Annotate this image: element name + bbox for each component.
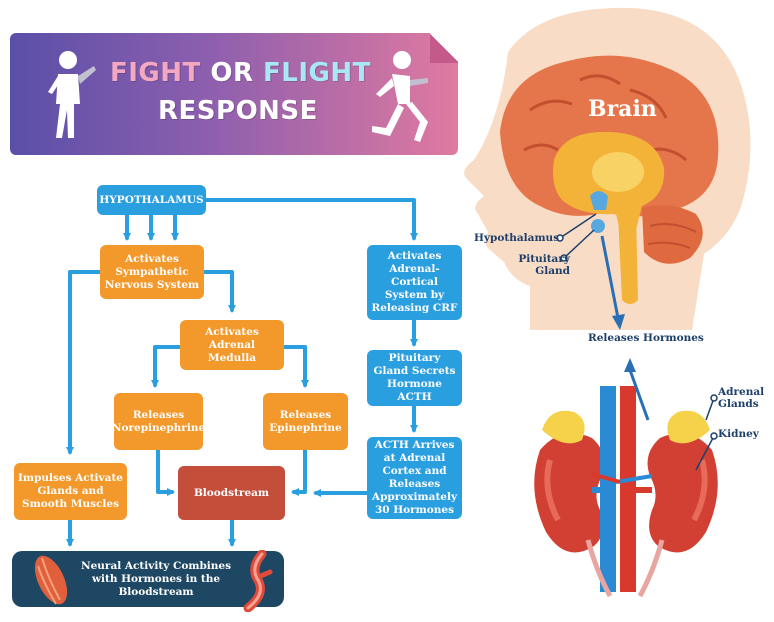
running-figure-icon [372, 51, 428, 142]
muscle-icon [34, 555, 68, 605]
kidney-label: Kidney [718, 428, 759, 440]
pituitary-label: Pituitary Gland [518, 253, 570, 277]
box-hypothalamus: HYPOTHALAMUS [97, 185, 206, 215]
arrow-sns-impulses [66, 270, 102, 455]
arrow-hypo-cortical [204, 198, 418, 241]
adrenal-glands-label: Adrenal Glands [718, 386, 765, 410]
box-bloodstream: Bloodstream [178, 466, 285, 520]
box-activates-adrenal-medulla: Activates Adrenal Medulla [180, 320, 284, 370]
title-word-fight: FIGHT [110, 58, 201, 88]
arrow-sns-medulla [202, 270, 236, 313]
arrow-norepi-blood [156, 448, 175, 496]
kidneys-illustration [534, 358, 718, 598]
box-releases-norepinephrine: Releases Norepinephrine [112, 393, 205, 450]
title-line-2: RESPONSE [158, 96, 318, 126]
hypothalamus-label: Hypothalamus [474, 232, 560, 244]
arrow-medulla-epi [282, 345, 309, 388]
title-word-flight: FLIGHT [263, 58, 371, 88]
releases-hormones-label: Releases Hormones [588, 332, 704, 344]
arrow-epi-blood [291, 448, 307, 496]
standing-figure-icon [48, 51, 96, 138]
box-pituitary-secretes: Pituitary Gland Secrets Hormone ACTH [367, 350, 462, 406]
title-line-1: FIGHT OR FLIGHT [110, 58, 371, 88]
box-releases-epinephrine: Releases Epinephrine [263, 393, 348, 450]
blood-vessel-icon [243, 550, 273, 612]
box-activates-adrenal-cortical: Activates Adrenal-Cortical System by Rel… [367, 245, 462, 320]
box-acth-arrives: ACTH Arrives at Adrenal Cortex and Relea… [367, 437, 462, 519]
box-impulses: Impulses Activate Glands and Smooth Musc… [14, 463, 127, 520]
arrow-medulla-norepi [151, 345, 182, 388]
title-word-or: OR [210, 58, 254, 88]
brain-label: Brain [588, 96, 657, 122]
banner-corner-curl [430, 33, 458, 63]
head-brain-illustration [464, 7, 751, 331]
box-activates-sns: Activates Sympathetic Nervous System [100, 245, 204, 299]
